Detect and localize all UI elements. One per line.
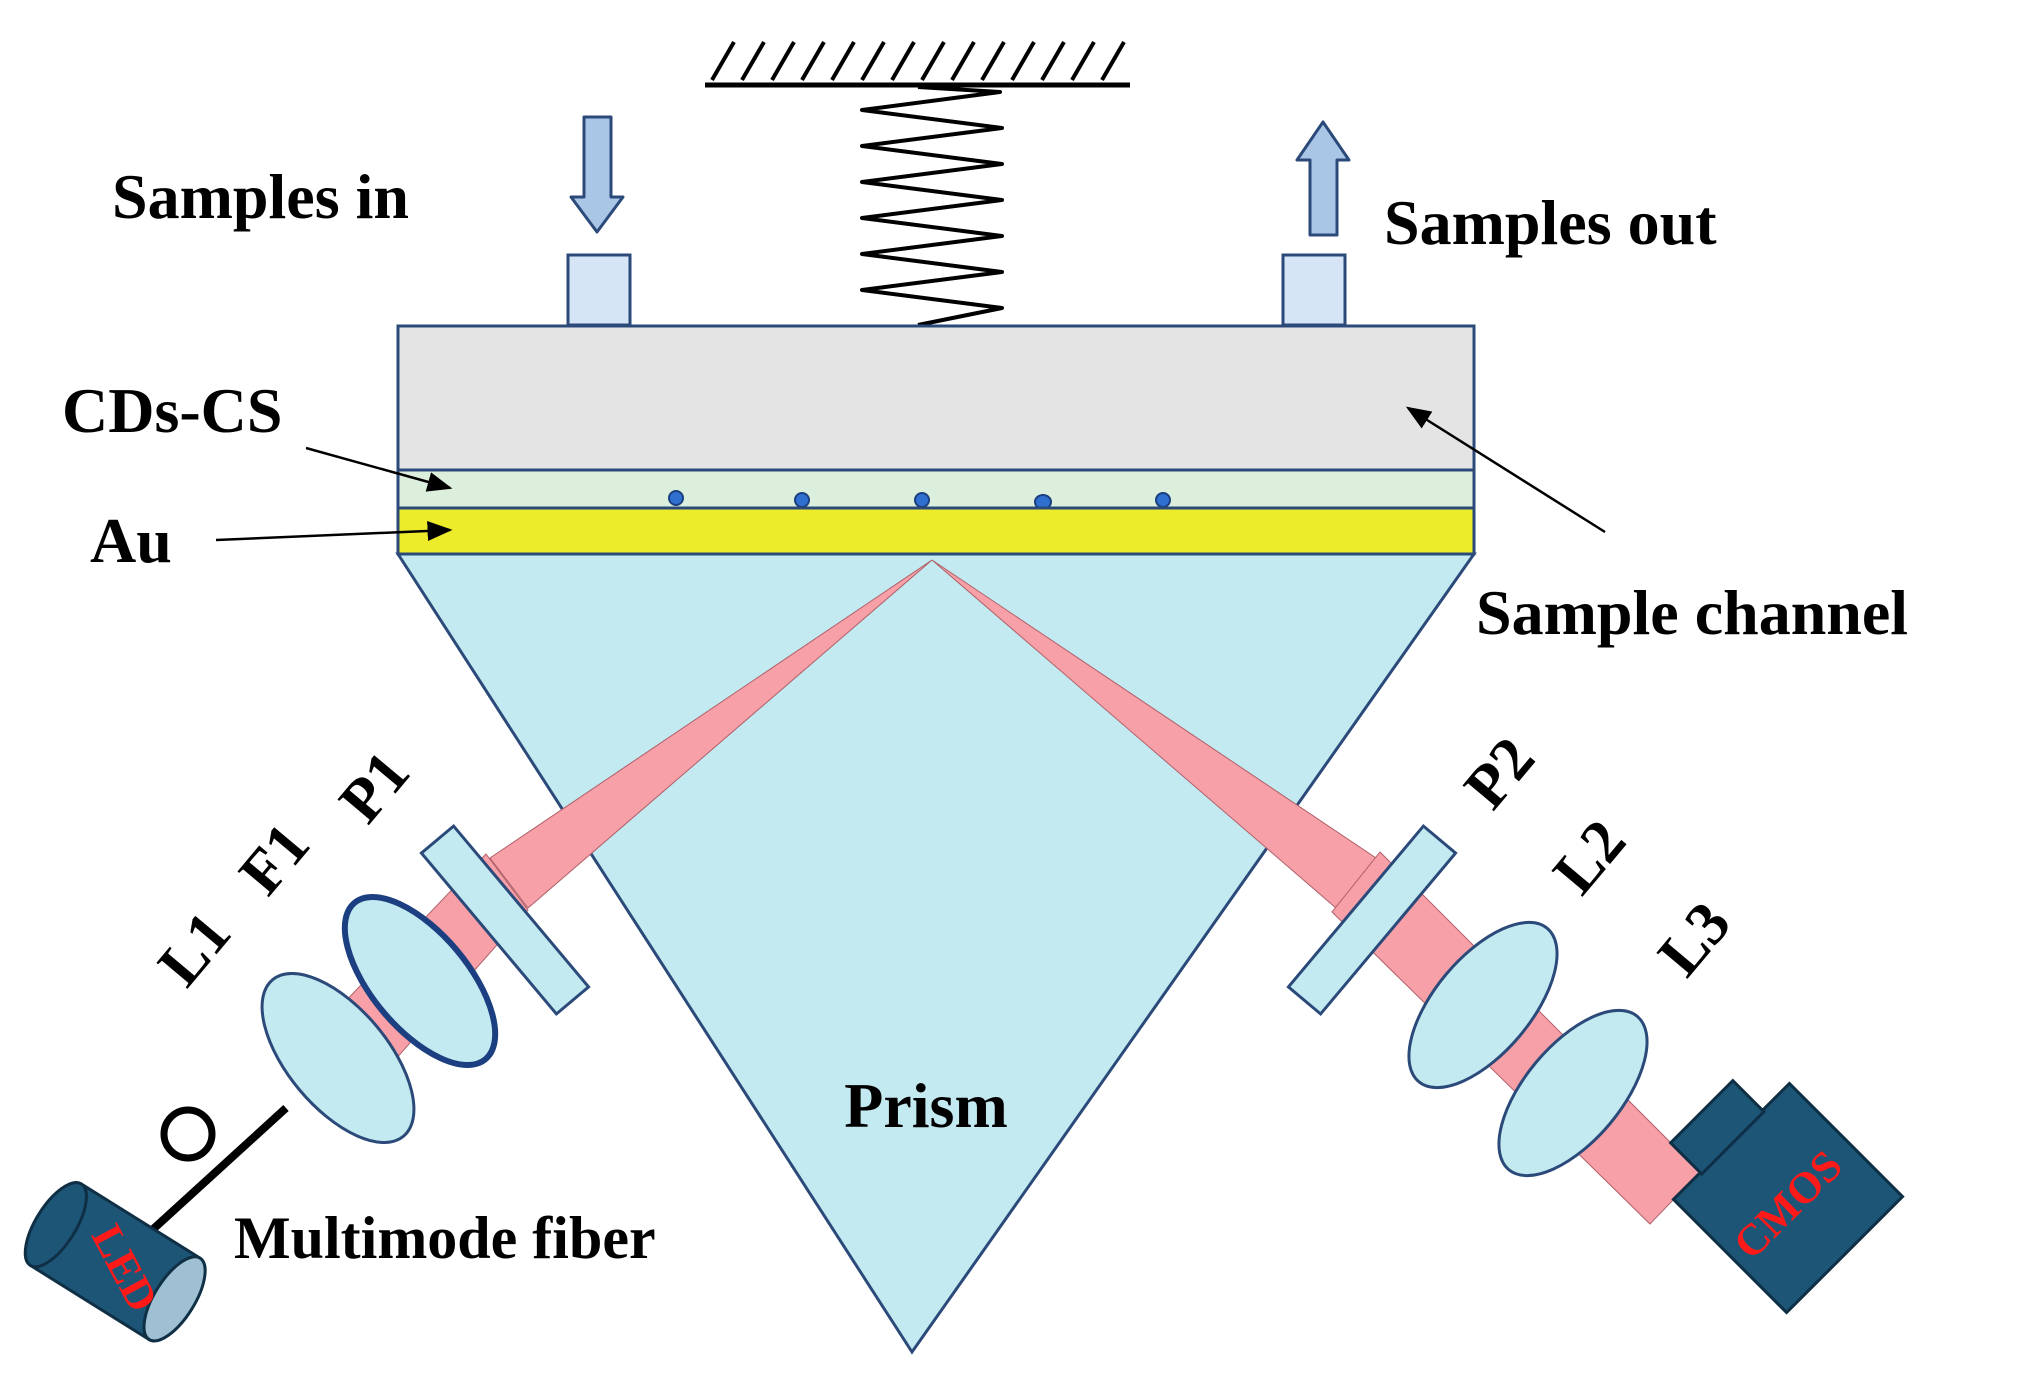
multimode-fiber-label: Multimode fiber [234, 1205, 656, 1271]
cds-cs-pointer [305, 446, 453, 492]
lens-l2 [1407, 920, 1559, 1090]
outlet-port [1281, 253, 1347, 327]
cds-cs-label: CDs-CS [62, 375, 282, 446]
down-arrow-icon [569, 115, 625, 234]
l2-label: L2 [1540, 808, 1639, 907]
cds-cs-layer [396, 468, 1476, 510]
cmos-camera [1668, 1078, 1905, 1315]
ground-hatch-icon [705, 40, 1130, 88]
inlet-port [566, 253, 632, 327]
p2-label: P2 [1451, 725, 1547, 821]
lens-l3 [1497, 1008, 1649, 1178]
polarizer-p2 [1286, 823, 1458, 1017]
l1-label: L1 [145, 900, 244, 999]
l3-label: L3 [1645, 890, 1744, 989]
sample-channel-label: Sample channel [1476, 577, 1908, 648]
au-layer [396, 506, 1476, 556]
filter-f1 [341, 893, 499, 1069]
au-label: Au [90, 505, 172, 576]
prism-label: Prism [844, 1070, 1008, 1141]
samples-out-label: Samples out [1384, 187, 1717, 258]
lens-l1 [260, 972, 416, 1144]
samples-in-label: Samples in [112, 161, 409, 232]
fiber-loop-icon [147, 1105, 289, 1235]
up-arrow-icon [1295, 120, 1351, 237]
p1-label: P1 [326, 739, 422, 835]
sample-channel-pointer [1405, 406, 1606, 534]
spring-icon [860, 85, 1004, 327]
f1-label: F1 [226, 811, 322, 907]
au-pointer [215, 520, 453, 542]
polarizer-p1 [419, 823, 591, 1017]
incident-beam [489, 559, 933, 909]
sample-channel-block [396, 324, 1476, 472]
led-source [23, 1181, 207, 1343]
particles [668, 490, 1171, 510]
